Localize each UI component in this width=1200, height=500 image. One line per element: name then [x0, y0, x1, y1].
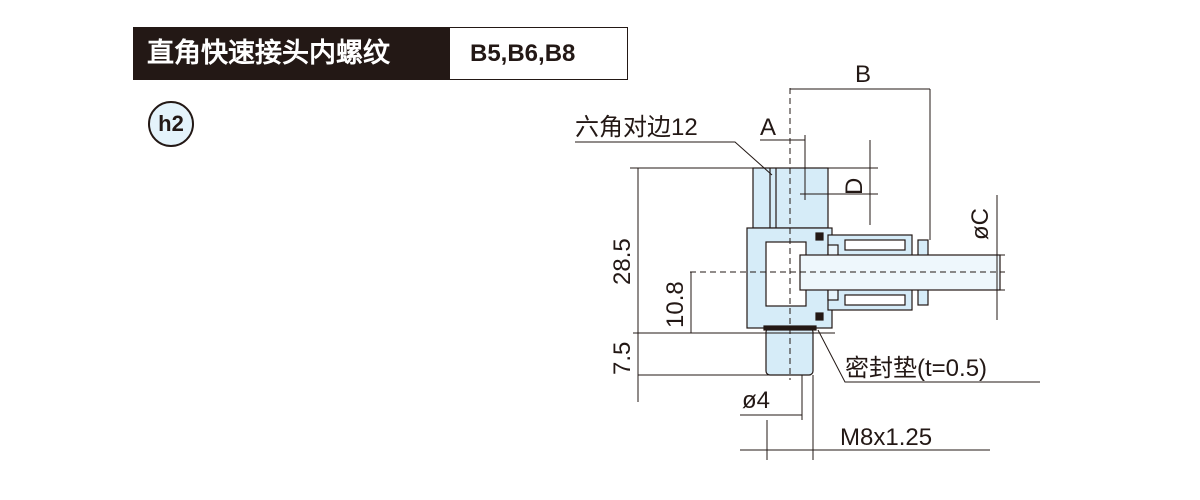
dim-b: B: [855, 61, 871, 88]
variant-badge: h2: [148, 101, 194, 147]
thread-label: M8x1.25: [840, 424, 932, 451]
dimension-lines: [575, 88, 1040, 460]
dim-c: øC: [967, 208, 994, 240]
hex-label: 六角对边12: [575, 114, 698, 141]
dim-total-height: 28.5: [609, 238, 636, 285]
section-title: 直角快速接头内螺纹: [133, 27, 450, 80]
dim-bore: ø4: [742, 387, 770, 414]
model-list: B5,B6,B8: [450, 27, 628, 80]
section-header: 直角快速接头内螺纹 B5,B6,B8: [133, 27, 628, 80]
dim-thread-length: 7.5: [609, 342, 636, 375]
seal-label: 密封垫(t=0.5): [845, 355, 987, 382]
dim-center-height: 10.8: [662, 281, 689, 328]
dim-d: D: [841, 178, 868, 195]
dim-a: A: [760, 114, 776, 141]
